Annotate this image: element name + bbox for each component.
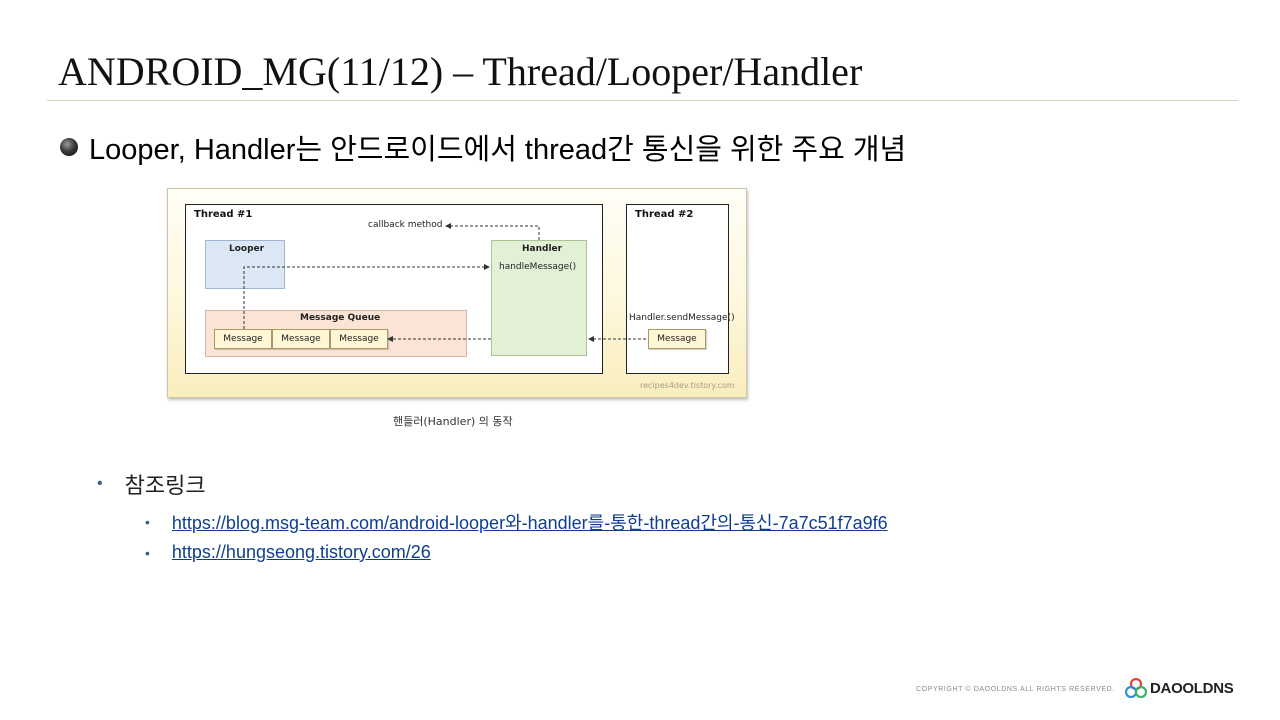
looper-dispatch-arrow (243, 264, 490, 329)
callback-arrow (445, 223, 540, 240)
reference-link-item: • https://blog.msg-team.com/android-loop… (145, 509, 888, 535)
handler-label: Handler (522, 244, 563, 254)
thread1-label: Thread #1 (194, 209, 253, 220)
main-bullet-text: Looper, Handler는 안드로이드에서 thread간 통신을 위한 … (89, 134, 907, 166)
bullet-dot-icon: • (145, 514, 150, 530)
bullet-dot-icon: • (97, 475, 103, 492)
queue-message: Message (330, 329, 388, 349)
slide-title: ANDROID_MG(11/12) – Thread/Looper/Handle… (58, 49, 863, 94)
callback-method-label: callback method (368, 220, 443, 230)
looper-label: Looper (229, 244, 265, 254)
looper-box (205, 240, 285, 289)
reference-link-item: • https://hungseong.tistory.com/26 (145, 542, 431, 563)
handle-message-label: handleMessage() (499, 262, 577, 272)
looper-handler-diagram: Thread #1 Thread #2 callback method Loop… (167, 188, 747, 398)
diagram-caption: 핸들러(Handler) 의 동작 (393, 415, 513, 428)
company-logo: DAOOLDNS (1125, 678, 1234, 698)
reference-link-msg-team[interactable]: https://blog.msg-team.com/android-looper… (171, 513, 888, 533)
sphere-bullet-icon (60, 138, 78, 156)
bullet-dot-icon: • (145, 544, 150, 561)
diagram-watermark: recipes4dev.tistory.com (640, 381, 735, 390)
daooldns-logo-icon (1125, 678, 1147, 698)
send-message-label: Handler.sendMessage() (629, 313, 735, 323)
reference-heading-item: • 참조링크 (97, 468, 206, 500)
copyright-notice: COPYRIGHT © DAOOLDNS ALL RIGHTS RESERVED… (916, 686, 1115, 693)
handler-box (491, 240, 587, 356)
logo-text: DAOOLDNS (1150, 679, 1234, 697)
reference-heading: 참조링크 (124, 474, 206, 499)
main-bullet: Looper, Handler는 안드로이드에서 thread간 통신을 위한 … (60, 128, 906, 166)
reference-link-tistory[interactable]: https://hungseong.tistory.com/26 (171, 542, 431, 562)
queue-message: Message (214, 329, 272, 349)
diagram-arrows (243, 223, 646, 342)
thread2-label: Thread #2 (635, 209, 694, 220)
thread2-message: Message (648, 329, 706, 349)
title-divider (47, 100, 1238, 101)
message-queue-label: Message Queue (300, 313, 381, 323)
queue-message: Message (272, 329, 330, 349)
